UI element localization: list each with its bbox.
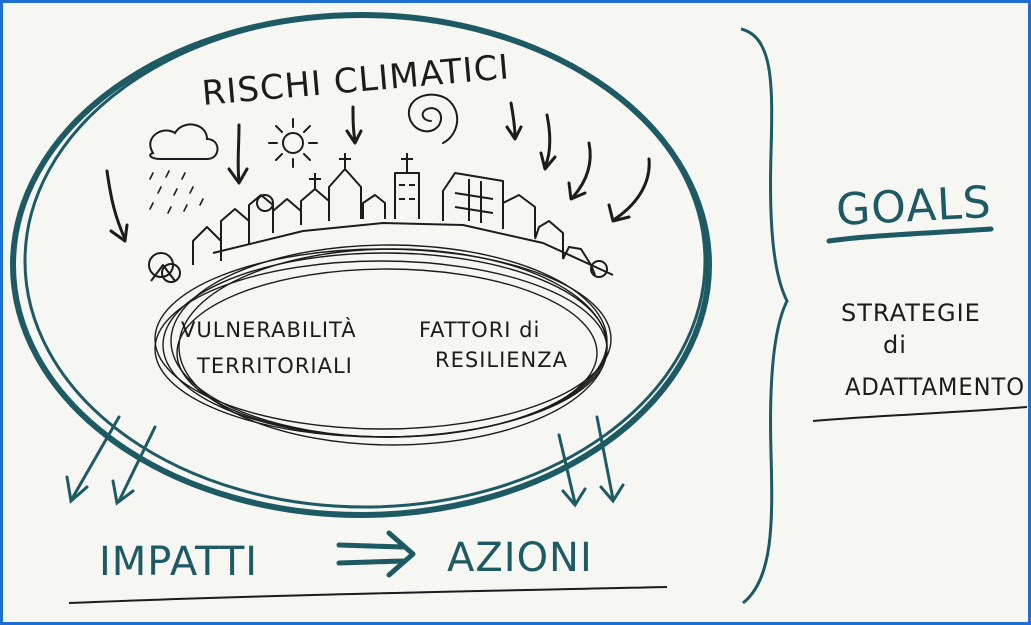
goals-underline xyxy=(826,226,994,244)
impacts-label: IMPATTI xyxy=(99,539,258,585)
strategy-line2: di xyxy=(883,331,907,359)
vulnerability-label-line2: TERRITORIALI xyxy=(196,354,353,378)
outer-ellipse xyxy=(10,12,712,518)
vulnerability-label-line1: VULNERABILITÀ xyxy=(181,317,357,342)
sun-icon xyxy=(268,118,318,168)
bottom-underline xyxy=(68,586,668,604)
double-arrow-icon xyxy=(336,530,416,578)
cloud-icon xyxy=(149,123,219,160)
risk-arrows xyxy=(105,101,651,243)
strategy-line1: STRATEGIE xyxy=(841,299,981,327)
curly-brace xyxy=(740,27,789,605)
action-arrows xyxy=(557,415,625,508)
goals-label: GOALS xyxy=(835,177,993,236)
resilience-label-line2: RESILIENZA xyxy=(435,348,568,372)
wind-spiral-icon xyxy=(407,93,458,144)
rain-icon xyxy=(149,170,204,214)
strategy-underline xyxy=(812,406,1028,422)
strategy-line3: ADATTAMENTO xyxy=(845,373,1025,401)
impact-arrows xyxy=(65,415,157,506)
climate-risks-title: RISCHI CLIMATICI xyxy=(200,47,511,114)
weather-icons xyxy=(149,93,458,214)
town-skyline xyxy=(148,153,614,283)
inner-core-ellipses xyxy=(154,244,612,446)
actions-label: AZIONI xyxy=(447,535,593,581)
climate-risk-sketch: RISCHI CLIMATICI VULNERABILITÀ TERRITORI… xyxy=(10,12,1028,605)
resilience-label-line1: FATTORI di xyxy=(419,318,540,342)
